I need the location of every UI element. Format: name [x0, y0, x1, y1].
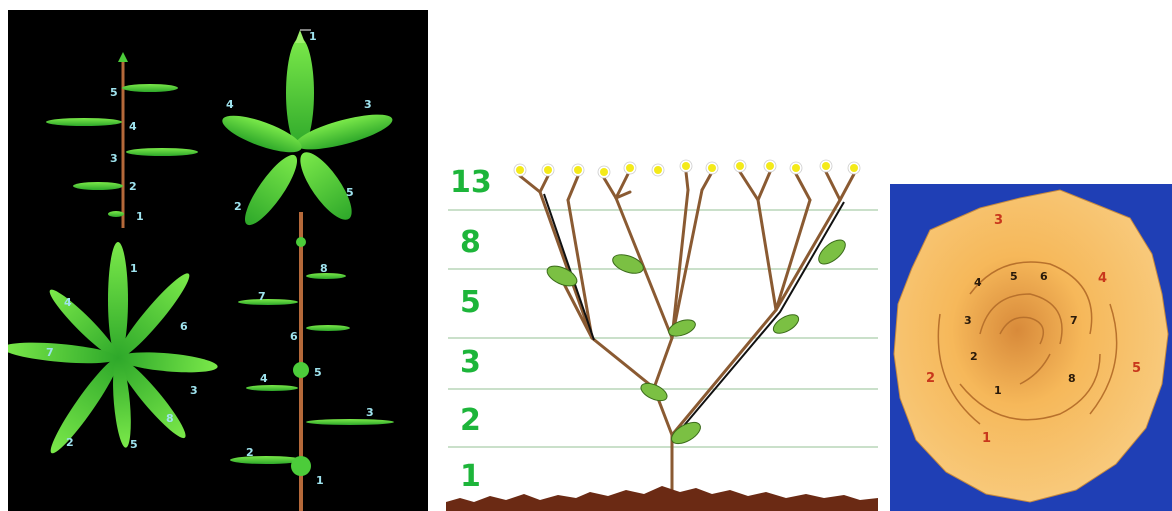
leaf-label: 1	[136, 210, 144, 223]
level-label: 3	[460, 345, 481, 380]
level-label: 13	[450, 165, 492, 200]
level-label: 8	[460, 225, 481, 260]
leaf-label: 8	[166, 412, 174, 425]
leaf-label: 3	[110, 152, 118, 165]
leaf-label: 6	[290, 330, 298, 343]
leaf-label: 8	[320, 262, 328, 275]
petal-label: 3	[994, 213, 1003, 228]
leaf-label: 7	[46, 346, 54, 359]
leaf-label: 5	[346, 186, 354, 199]
stem-diagram-top-left: 5 4 3 2 1	[46, 52, 198, 228]
leaf-label: 3	[190, 384, 198, 397]
leaf-label: 1	[309, 30, 317, 43]
leaf-label: 1	[316, 474, 324, 487]
petal-label: 1	[994, 384, 1002, 397]
level-label: 5	[460, 285, 481, 320]
fibonacci-tree-panel: 13 8 5 3 2 1	[440, 140, 880, 511]
level-label: 1	[460, 459, 481, 494]
rose-outer-petals	[894, 190, 1168, 502]
leaf-label: 7	[258, 290, 266, 303]
leaf-label: 2	[234, 200, 242, 213]
petal-label: 2	[970, 350, 978, 363]
level-label: 2	[460, 403, 481, 438]
soil	[446, 486, 878, 511]
leaf-label: 4	[129, 120, 137, 133]
leaf-arrangement-illustration: 5 4 3 2 1 1 3 4 5 2	[8, 10, 428, 511]
petal-label: 1	[982, 431, 991, 446]
petal-label: 4	[1098, 271, 1107, 286]
petal-label: 5	[1010, 270, 1018, 283]
leaf-label: 6	[180, 320, 188, 333]
leaf-label: 1	[130, 262, 138, 275]
petal-label: 7	[1070, 314, 1078, 327]
rose-illustration: 3 4 5 1 2 4 5 6 3 7 2 8 1	[890, 184, 1172, 511]
leaf-label: 2	[66, 436, 74, 449]
leaf-label: 5	[110, 86, 118, 99]
leaf-label: 2	[129, 180, 137, 193]
whorl-diagram-bottom-left: 1 4 6 7 3 8 2 5	[8, 242, 218, 458]
leaf-arrangement-panel: 5 4 3 2 1 1 3 4 5 2	[8, 10, 428, 511]
petal-label: 6	[1040, 270, 1048, 283]
leaf-label: 5	[314, 366, 322, 379]
petal-label: 3	[964, 314, 972, 327]
stem-diagram-bottom-right: 8 7 6 5 4 3 2 1	[230, 212, 394, 511]
fibonacci-tree-illustration: 13 8 5 3 2 1	[440, 140, 880, 511]
rose-petal-panel: 3 4 5 1 2 4 5 6 3 7 2 8 1	[890, 184, 1172, 511]
petal-label: 5	[1132, 361, 1141, 376]
petal-label: 8	[1068, 372, 1076, 385]
tree-leaves	[544, 236, 849, 448]
leaf-label: 2	[246, 446, 254, 459]
leaf-label: 4	[64, 296, 72, 309]
petal-label: 2	[926, 371, 935, 386]
leaf-label: 4	[260, 372, 268, 385]
leaf-label: 3	[366, 406, 374, 419]
leaf-label: 5	[130, 438, 138, 451]
petal-label: 4	[974, 276, 982, 289]
whorl-diagram-top-right: 1 3 4 5 2	[218, 30, 395, 231]
leaf-label: 4	[226, 98, 234, 111]
leaf-label: 3	[364, 98, 372, 111]
